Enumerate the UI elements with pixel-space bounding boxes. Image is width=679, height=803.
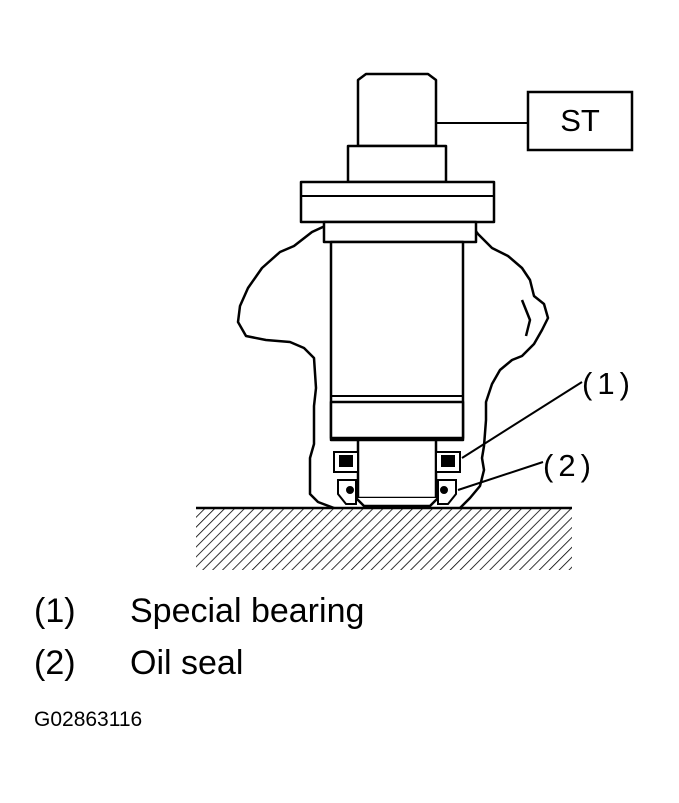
callout-1: (1) [582,366,635,401]
legend-item: (2) Oil seal [34,644,243,683]
special-bearing [333,451,461,473]
special-tool [299,72,496,508]
callout-2: (2) [543,448,596,483]
tool-label-box [526,90,634,152]
legend-number: (2) [34,644,76,682]
figure-id: G02863116 [34,708,143,731]
legend-text: Oil seal [130,644,244,682]
oil-seal [337,479,457,505]
legend-text: Special bearing [130,592,365,630]
legend-item: (1) Special bearing [34,592,364,631]
tool-label: ST [560,103,600,138]
legend-number: (1) [34,592,76,630]
housing [236,224,550,510]
work-bench-surface [196,506,572,570]
leader-lines [436,122,583,491]
